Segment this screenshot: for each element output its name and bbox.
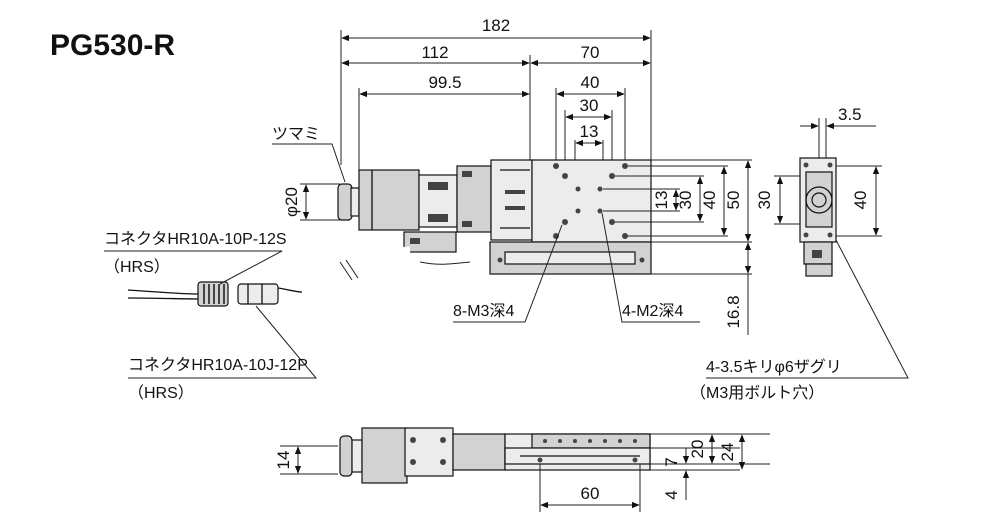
- dim-v30: 30: [676, 191, 695, 210]
- dim-40: 40: [581, 73, 600, 92]
- m2-holes: [575, 186, 603, 214]
- dim-dia20: φ20: [282, 187, 301, 217]
- front-knob: [339, 435, 353, 477]
- dim-v50: 50: [724, 191, 743, 210]
- m2-holes-label: 4-M2深4: [622, 302, 683, 320]
- knob: [337, 183, 353, 221]
- connector1-maker-label: （HRS）: [104, 258, 170, 276]
- connector2-model-label: コネクタHR10A-10J-12P: [128, 356, 308, 374]
- cable-clamp: [403, 231, 457, 253]
- dim-h7: 7: [662, 457, 681, 466]
- dim-h14: 14: [274, 451, 293, 470]
- connector1-model-label: コネクタHR10A-10P-12S: [104, 230, 287, 248]
- dim-h40: 40: [851, 191, 870, 210]
- dim-112: 112: [421, 43, 448, 62]
- top-view: 182 112 70 99.5 40 30 13: [104, 16, 752, 402]
- dim-13: 13: [580, 122, 599, 141]
- m3-holes-label: 8-M3深4: [453, 302, 514, 320]
- connector2-maker-label: （HRS）: [128, 384, 194, 402]
- dim-70: 70: [581, 43, 600, 62]
- dim-h4: 4: [662, 490, 681, 499]
- dim-99-5: 99.5: [428, 73, 461, 92]
- front-view: 14 7 20 24 60 4: [274, 427, 770, 512]
- connector-receptacle: [237, 283, 279, 305]
- motor-body: [358, 169, 420, 231]
- front-gearbox: [404, 427, 454, 477]
- front-motor: [361, 427, 408, 484]
- product-title: PG530-R: [50, 29, 175, 62]
- dim-182: 182: [482, 16, 510, 35]
- dim-3-5: 3.5: [838, 105, 862, 124]
- counterbore-note: （M3用ボルト穴）: [690, 384, 824, 402]
- dim-v16-8: 16.8: [724, 295, 743, 328]
- dim-v13: 13: [652, 191, 671, 210]
- stage-table: [531, 159, 652, 243]
- dim-w60: 60: [581, 484, 600, 503]
- knob-label: ツマミ: [272, 126, 320, 143]
- front-coupling: [452, 433, 506, 471]
- dim-v40: 40: [700, 191, 719, 210]
- m3-holes: [553, 163, 628, 239]
- dim-h20: 20: [688, 440, 707, 459]
- counterbore-label: 4-3.5キリφ6ザグリ: [706, 358, 842, 376]
- side-view: 3.5 30 40 4-3.5キリφ6ザグリ （M3用ボルト穴）: [690, 105, 909, 402]
- dim-h30: 30: [755, 191, 774, 210]
- dim-30: 30: [580, 96, 599, 115]
- dim-h24: 24: [718, 443, 737, 462]
